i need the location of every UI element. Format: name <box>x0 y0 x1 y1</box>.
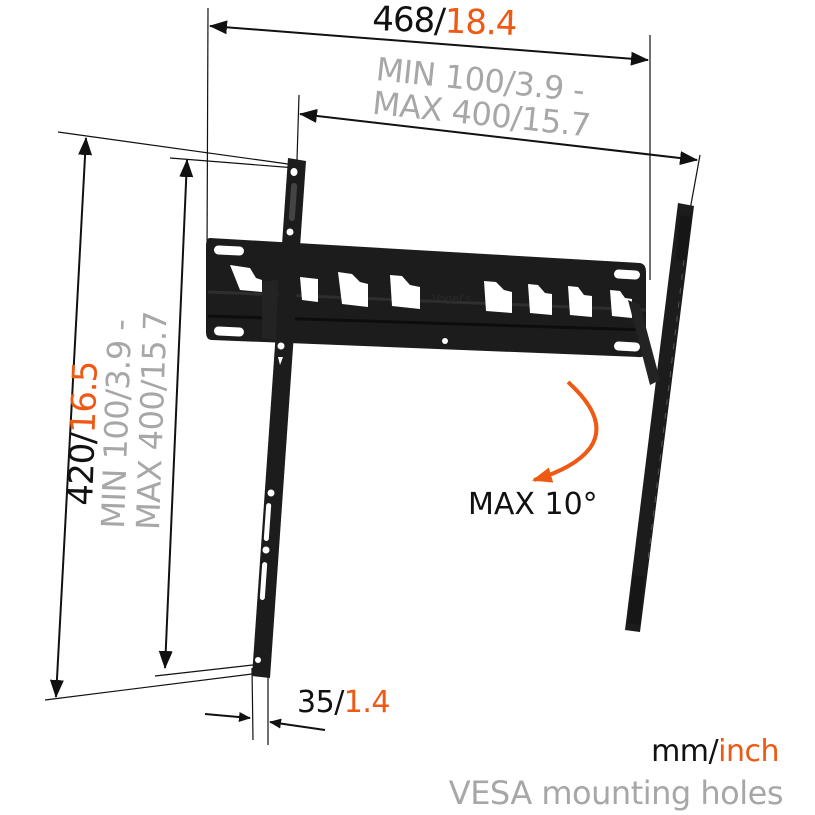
vesa-horizontal-arrow <box>299 109 698 165</box>
vesa-vertical-arrow <box>158 159 194 669</box>
right-vertical-strap <box>625 203 694 632</box>
curved-tilt-arrow-icon <box>531 380 599 483</box>
tilt-angle-label: MAX 10° <box>468 487 598 522</box>
dimension-arrows <box>49 20 698 731</box>
depth-mm: 35 <box>297 685 335 720</box>
vesa-vertical-label: MIN 100/3.9 - MAX 400/15.7 <box>94 309 175 531</box>
units-separator: / <box>708 734 719 769</box>
depth-separator: / <box>334 685 344 720</box>
width-mm: 468 <box>371 0 435 42</box>
height-dimension-arrow <box>49 137 93 698</box>
depth-arrow-right <box>269 718 326 731</box>
left-vertical-strap <box>252 158 306 678</box>
vesa-legend-note: VESA mounting holes <box>448 774 784 812</box>
svg-text:Vogel's: Vogel's <box>432 292 471 305</box>
width-dimension-label: 468/18.4 <box>371 0 518 45</box>
depth-inch: 1.4 <box>343 685 391 720</box>
depth-arrow-left <box>204 712 251 723</box>
units-legend: mm/inch <box>651 737 779 767</box>
width-inch: 18.4 <box>444 1 518 45</box>
depth-dimension-label: 35/1.4 <box>297 685 391 720</box>
units-inch: inch <box>718 734 779 769</box>
wall-plate: Vogel's <box>206 238 647 358</box>
width-dimension-arrow <box>209 20 649 66</box>
vesa-vertical-max: MAX 400/15.7 <box>128 310 175 531</box>
units-mm: mm <box>651 734 709 769</box>
